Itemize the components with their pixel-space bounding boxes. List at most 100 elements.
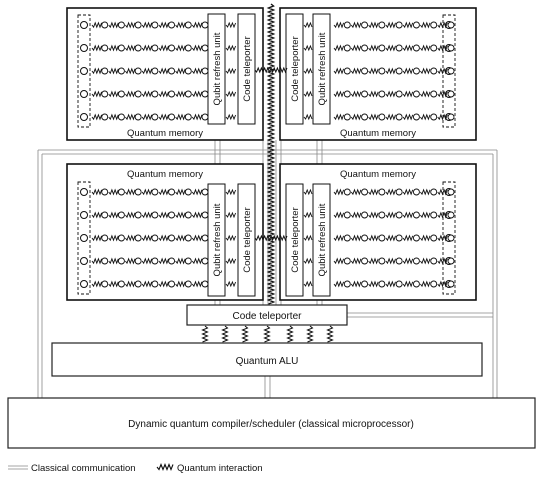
qubit-circle xyxy=(361,280,369,288)
qubit-circle xyxy=(343,44,351,52)
qubit-circle xyxy=(101,44,109,52)
quantum-link-wiggle xyxy=(108,211,119,219)
qubit-circle xyxy=(201,257,209,265)
compiler-scheduler-box xyxy=(7,397,536,449)
qubit-circle xyxy=(80,90,88,98)
qubit-circle xyxy=(201,90,209,98)
unit-link-wiggle xyxy=(225,21,237,29)
qubit-refresh-unit-box xyxy=(312,13,331,125)
qubit-circle xyxy=(361,21,369,29)
qubit-circle xyxy=(430,21,438,29)
quantum-link-wiggle xyxy=(350,211,362,219)
quantum-link-wiggle xyxy=(420,44,431,52)
qubit-circle xyxy=(184,211,192,219)
quantum-link-wiggle xyxy=(175,113,186,121)
code-teleporter-box xyxy=(285,183,304,297)
memory-modules: Quantum memory Qubit refresh unit Code tel… xyxy=(66,7,477,301)
quantum-link-wiggle xyxy=(108,21,119,29)
quantum-link-wiggle xyxy=(385,67,396,75)
qubit-circle xyxy=(168,21,176,29)
qubit-circle xyxy=(134,44,142,52)
quantum-link-wiggle xyxy=(108,67,119,75)
quantum-link-wiggle xyxy=(420,211,431,219)
qubit-circle xyxy=(184,21,192,29)
qubit-circle xyxy=(184,188,192,196)
qubit-circle xyxy=(378,21,386,29)
quantum-link-wiggle xyxy=(368,90,379,98)
qubit-circle xyxy=(430,90,438,98)
qubit-circle xyxy=(117,21,125,29)
quantum-link-wiggle xyxy=(350,113,362,121)
code-teleporter-label: Code teleporter xyxy=(242,36,253,101)
quantum-link-wiggle xyxy=(350,234,362,242)
quantum-link-wiggle xyxy=(108,257,119,265)
unit-link-wiggle xyxy=(225,280,237,288)
qubit-circle xyxy=(343,257,351,265)
qubit-circle xyxy=(395,257,403,265)
qubit-circle xyxy=(343,67,351,75)
quantum-link-wiggle xyxy=(158,90,169,98)
qubit-circle xyxy=(134,280,142,288)
quantum-memory-label: Quantum memory xyxy=(340,169,416,180)
qubit-circle xyxy=(378,44,386,52)
unit-link-wiggle xyxy=(225,113,237,121)
quantum-link-wiggle xyxy=(175,280,186,288)
qubit-circle xyxy=(378,211,386,219)
qubit-circle xyxy=(168,44,176,52)
compiler-scheduler-label: Dynamic quantum compiler/scheduler (clas… xyxy=(128,419,414,430)
qubit-refresh-unit-label: Qubit refresh unit xyxy=(212,32,223,105)
qubit-circle xyxy=(101,188,109,196)
unit-link-wiggle xyxy=(225,188,237,196)
quantum-link-wiggle xyxy=(333,280,345,288)
alu-quantum-link xyxy=(286,325,294,343)
quantum-link-wiggle xyxy=(125,67,136,75)
qubit-refresh-unit-label: Qubit refresh unit xyxy=(317,32,328,105)
qubit-circle xyxy=(184,90,192,98)
qubit-circle xyxy=(117,188,125,196)
quantum-link-wiggle xyxy=(368,257,379,265)
qubit-circle xyxy=(151,67,159,75)
qubit-circle xyxy=(117,113,125,121)
qubit-circle xyxy=(343,211,351,219)
main-code-teleporter-box xyxy=(186,304,348,326)
quantum-link-wiggle xyxy=(350,188,362,196)
qubit-circle xyxy=(80,113,88,121)
qubit-circle xyxy=(361,90,369,98)
quantum-link-wiggle xyxy=(91,234,103,242)
quantum-link-wiggle xyxy=(125,21,136,29)
qubit-circle xyxy=(378,188,386,196)
qubit-circle xyxy=(430,188,438,196)
alu-quantum-link xyxy=(263,325,271,343)
quantum-link-wiggle xyxy=(368,188,379,196)
qubit-circle xyxy=(201,280,209,288)
quantum-link-wiggle xyxy=(141,113,153,121)
quantum-link-wiggle xyxy=(385,44,396,52)
quantum-memory-label: Quantum memory xyxy=(127,169,203,180)
qubit-circle xyxy=(151,211,159,219)
qubit-circle xyxy=(134,21,142,29)
qubit-circle xyxy=(430,44,438,52)
quantum-link-wiggle xyxy=(141,188,153,196)
qubit-circle xyxy=(430,280,438,288)
quantum-link-wiggle xyxy=(437,280,448,288)
qubit-circle xyxy=(151,44,159,52)
quantum-link-wiggle xyxy=(175,234,186,242)
qubit-circle xyxy=(430,211,438,219)
alu-quantum-link xyxy=(241,325,249,343)
qubit-circle xyxy=(430,257,438,265)
quantum-link-wiggle xyxy=(91,90,103,98)
qubit-column-dashed xyxy=(77,181,91,295)
quantum-link-wiggle xyxy=(420,188,431,196)
quantum-link-wiggle xyxy=(368,21,379,29)
quantum-link-wiggle xyxy=(368,211,379,219)
qubit-circle xyxy=(201,44,209,52)
qubit-circle xyxy=(447,211,455,219)
qubit-circle xyxy=(80,21,88,29)
quantum-link-wiggle xyxy=(402,211,414,219)
quantum-link-wiggle xyxy=(368,280,379,288)
quantum-link-wiggle xyxy=(108,113,119,121)
code-teleporter-box xyxy=(285,13,304,125)
quantum-link-wiggle xyxy=(175,188,186,196)
qubit-circle xyxy=(395,211,403,219)
